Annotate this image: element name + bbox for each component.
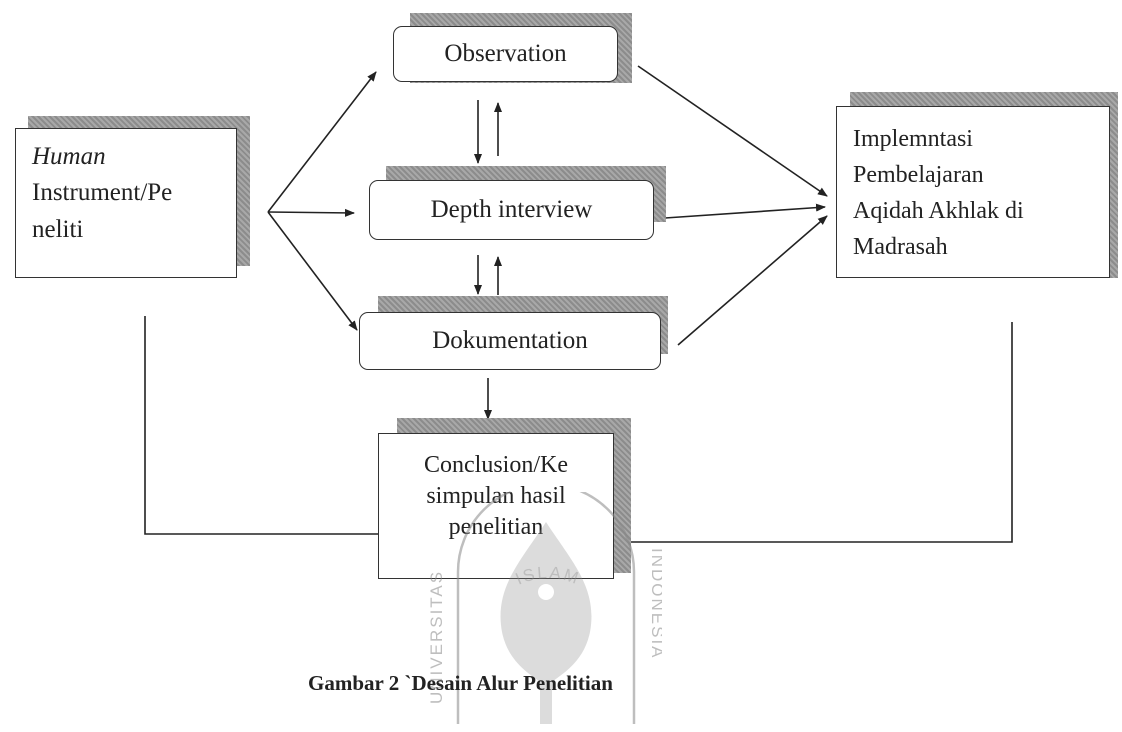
- arrow-interview-to-implementasi: [664, 203, 826, 219]
- human-label: Human: [32, 143, 106, 170]
- dokumentation-label: Dokumentation: [432, 327, 588, 355]
- university-watermark-logo: ISLAM UNIVERSITAS INDONESIA: [430, 492, 662, 724]
- watermark-flame-icon: [500, 522, 592, 724]
- arrow-implementasi-to-conclusion: [621, 322, 1013, 546]
- depth-interview-box: Depth interview: [369, 180, 654, 240]
- implementasi-line1: Implemntasi: [853, 126, 973, 152]
- dokumentation-box: Dokumentation: [359, 312, 661, 370]
- conclusion-box: Conclusion/Ke simpulan hasil penelitian: [378, 433, 614, 579]
- arrow-dokumentation-to-implementasi: [677, 215, 828, 346]
- implementasi-line2: Pembelajaran: [853, 162, 984, 188]
- arrow-observation-to-implementasi: [637, 65, 828, 197]
- human-instrument-box: Human Instrument/Pe neliti: [15, 128, 237, 278]
- implementasi-line4: Madrasah: [853, 234, 948, 260]
- watermark-outer-arch: [456, 492, 636, 724]
- human-label-line2: Instrument/Pe: [32, 179, 173, 207]
- depth-interview-label: Depth interview: [430, 196, 593, 224]
- watermark-right-text: INDONESIA: [648, 548, 662, 660]
- figure-caption: Gambar 2 `Desain Alur Penelitian: [308, 671, 613, 695]
- arrow-human-to-dokumentation: [267, 211, 358, 331]
- arrow-human-to-conclusion: [144, 316, 388, 538]
- implementasi-box: Implemntasi Pembelajaran Aqidah Akhlak d…: [836, 106, 1110, 278]
- human-label-line3: neliti: [32, 215, 84, 243]
- conclusion-line2: simpulan hasil: [426, 483, 566, 510]
- observation-box: Observation: [393, 26, 618, 82]
- arrow-human-to-interview: [267, 208, 355, 217]
- observation-label: Observation: [444, 40, 567, 68]
- conclusion-line1: Conclusion/Ke: [424, 452, 568, 478]
- arrow-human-to-observation: [267, 71, 377, 213]
- implementasi-line3: Aqidah Akhlak di: [853, 198, 1024, 224]
- watermark-left-text: UNIVERSITAS: [430, 570, 446, 704]
